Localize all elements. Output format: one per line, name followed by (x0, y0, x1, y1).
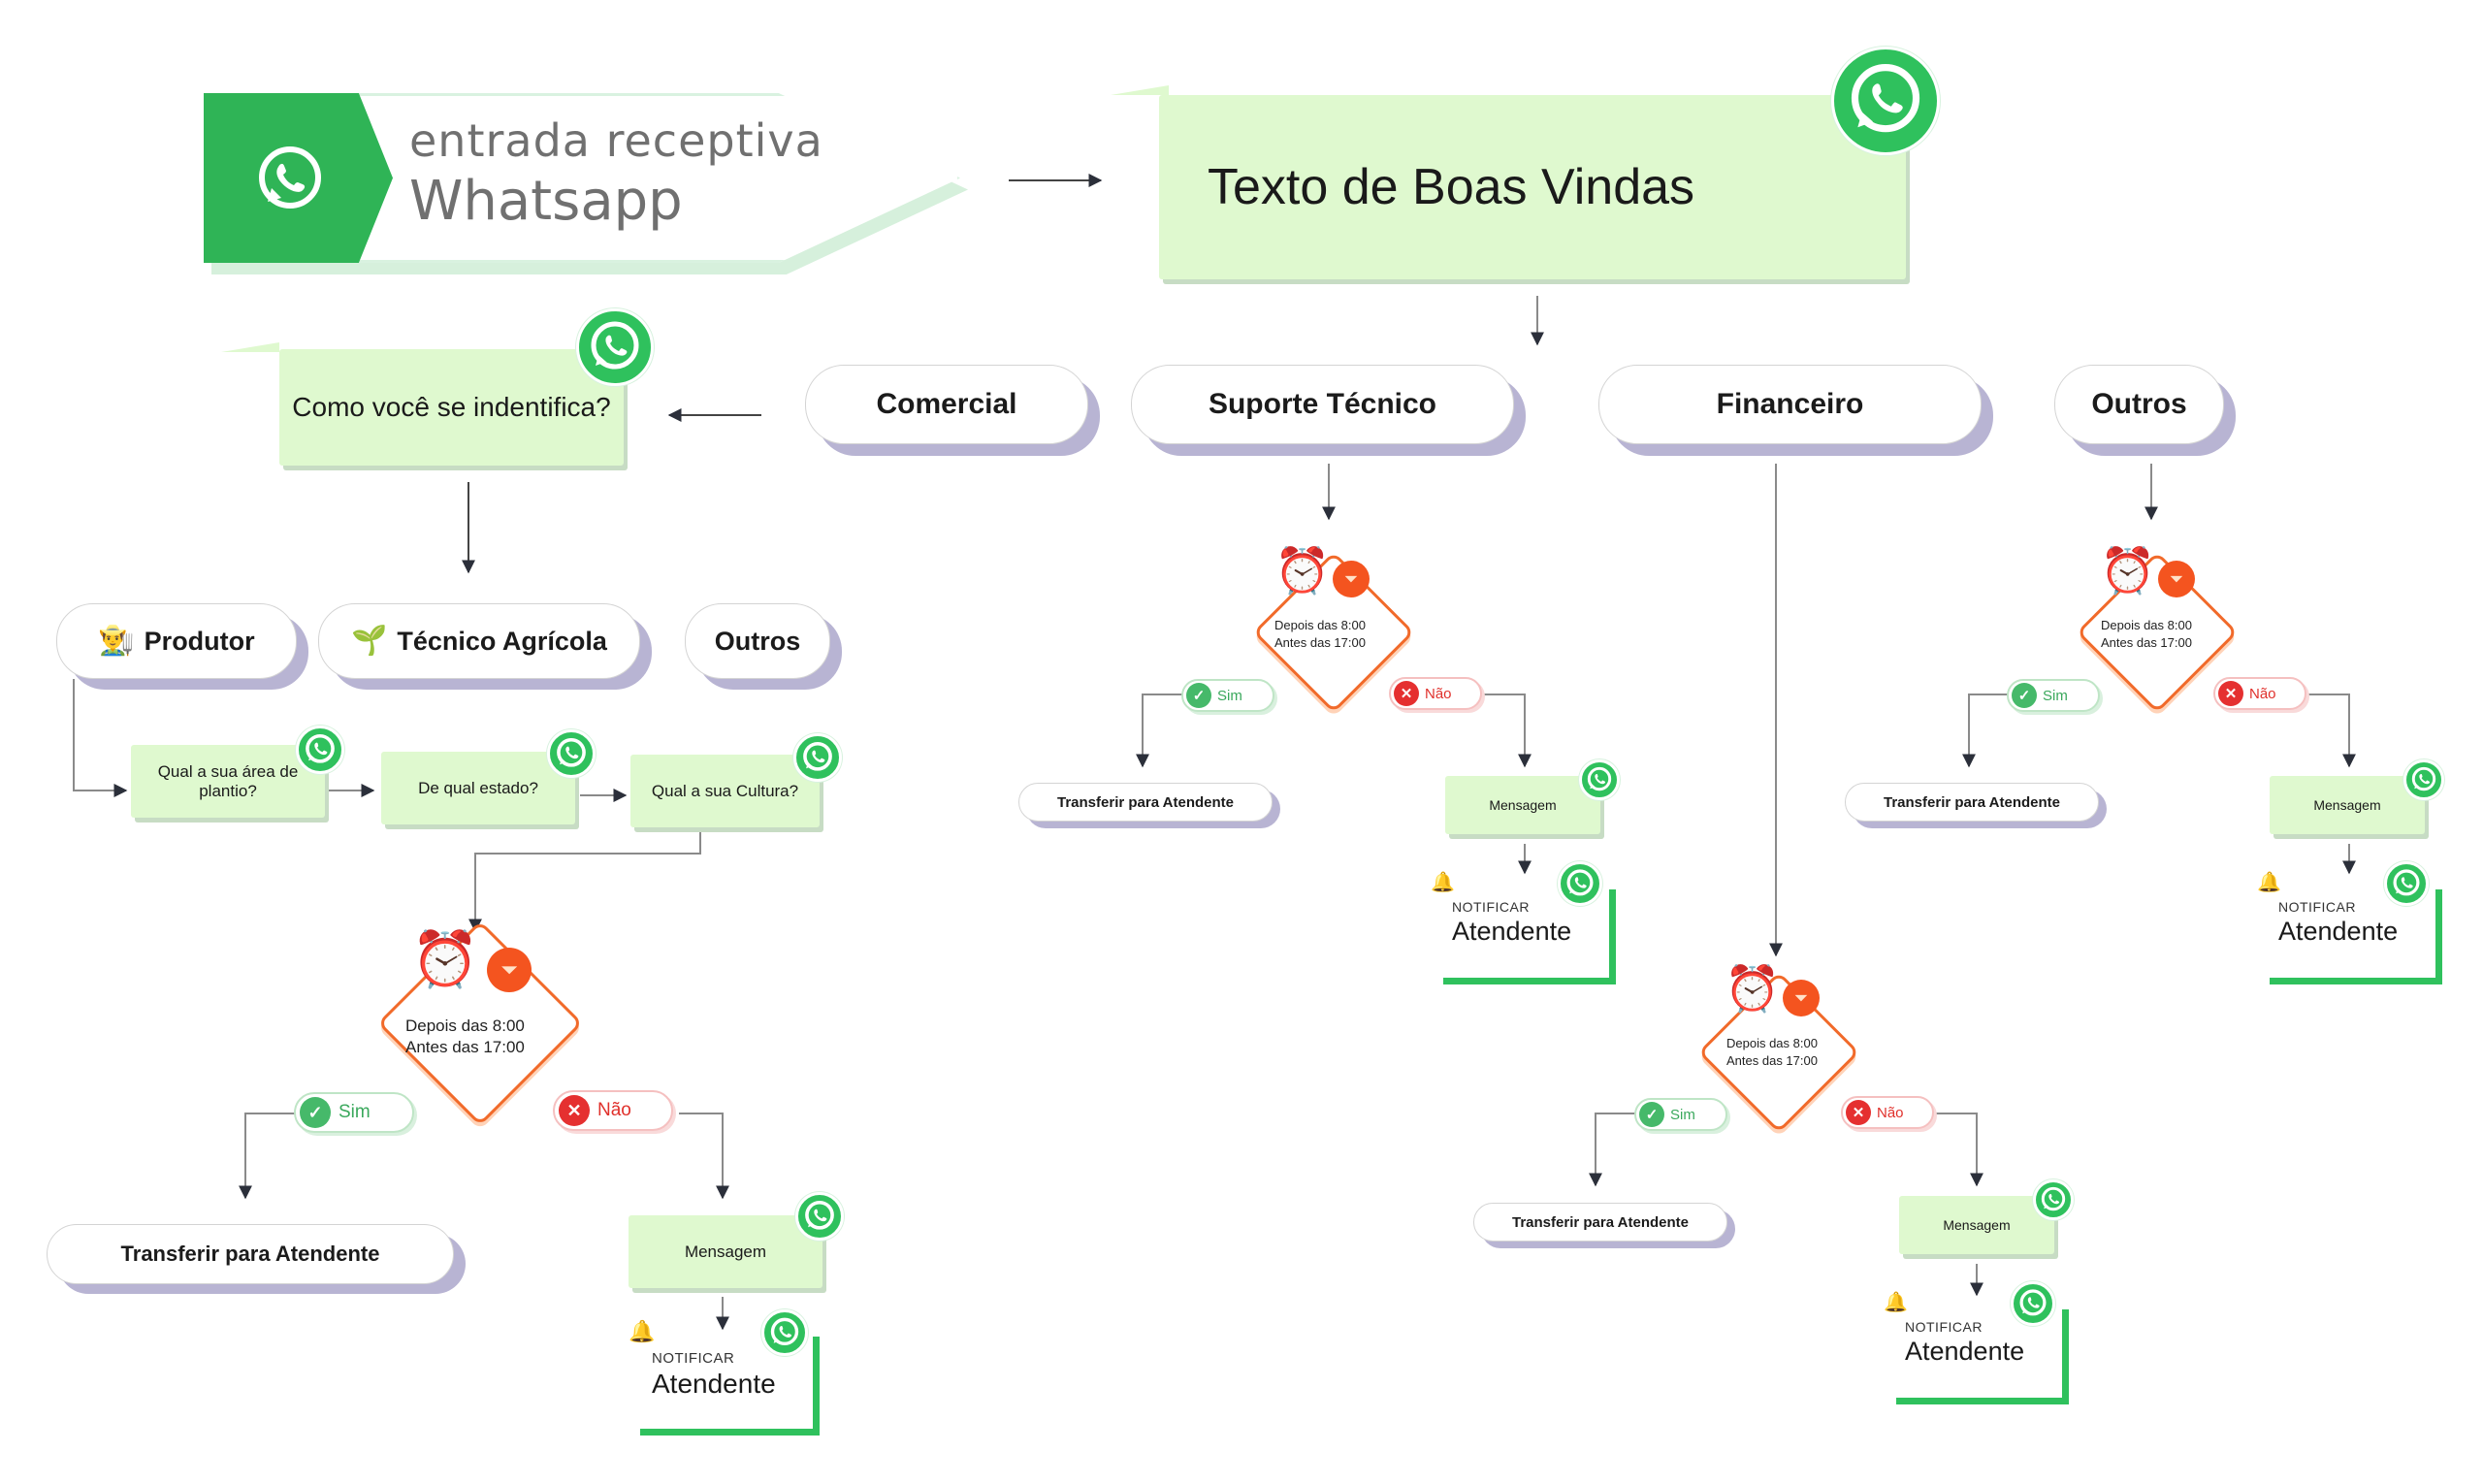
cross-icon: ✕ (1846, 1100, 1871, 1125)
entry-banner-icon-panel (204, 93, 393, 263)
bell-icon: 🔔 (2257, 870, 2281, 893)
schedule-after: Depois das 8:00 (405, 1016, 525, 1035)
option-produtor-label: Produtor (144, 626, 255, 656)
branch-no-label: Não (597, 1100, 631, 1120)
bell-icon: 🔔 (629, 1320, 656, 1344)
filter-icon: ⏷ (1783, 980, 1820, 1016)
bell-icon: 🔔 (1884, 1290, 1908, 1313)
check-icon: ✓ (2012, 683, 2037, 708)
branch-yes-label: Sim (1670, 1106, 1695, 1123)
check-icon: ✓ (300, 1097, 331, 1128)
schedule-before: Antes das 17:00 (2101, 635, 2192, 650)
branch-no[interactable]: ✕ Não (553, 1090, 673, 1131)
schedule-before: Antes das 17:00 (405, 1038, 525, 1056)
notify-card[interactable] (1896, 1309, 2069, 1404)
notify-label: NOTIFICAR (1905, 1319, 1983, 1335)
branch-no-label: Não (1877, 1104, 1904, 1121)
schedule-before: Antes das 17:00 (1726, 1053, 1818, 1068)
dept-comercial[interactable]: Comercial (805, 365, 1088, 444)
question-box-tail (221, 342, 279, 352)
branch-yes[interactable]: ✓ Sim (1181, 679, 1274, 712)
cross-icon: ✕ (559, 1095, 590, 1126)
schedule-after: Depois das 8:00 (1274, 618, 1366, 632)
question-area-plantio[interactable]: Qual a sua área de plantio? (131, 745, 325, 818)
schedule-after: Depois das 8:00 (1726, 1036, 1818, 1050)
identify-question-box[interactable]: Como você se indentifica? (279, 349, 624, 466)
message-box[interactable]: Mensagem (1445, 776, 1600, 834)
notify-label: NOTIFICAR (2278, 899, 2356, 915)
whatsapp-icon (1831, 47, 1940, 155)
branch-no-label: Não (1425, 685, 1452, 702)
dept-suporte-tecnico[interactable]: Suporte Técnico (1131, 365, 1514, 444)
alarm-clock-icon: ⏰ (411, 928, 479, 991)
cross-icon: ✕ (1394, 681, 1419, 706)
branch-no-label: Não (2249, 685, 2276, 702)
transfer-button[interactable]: Transferir para Atendente (1018, 783, 1273, 822)
notify-target: Atendente (1452, 917, 1572, 946)
notify-target: Atendente (1905, 1337, 2025, 1366)
whatsapp-icon (761, 1309, 808, 1356)
dept-outros[interactable]: Outros (2054, 365, 2224, 444)
branch-yes[interactable]: ✓ Sim (1634, 1098, 1727, 1131)
branch-yes[interactable]: ✓ Sim (294, 1092, 414, 1133)
branch-yes-label: Sim (1217, 687, 1242, 704)
entry-subtitle: Whatsapp (409, 170, 683, 233)
whatsapp-icon (2011, 1281, 2055, 1326)
whatsapp-icon (1558, 861, 1602, 906)
option-tecnico-agricola[interactable]: 🌱 Técnico Agrícola (318, 603, 640, 679)
branch-no[interactable]: ✕ Não (1841, 1096, 1934, 1129)
whatsapp-icon (2403, 759, 2444, 800)
alarm-clock-icon: ⏰ (1725, 962, 1781, 1015)
farmer-icon: 👨‍🌾 (98, 624, 135, 658)
whatsapp-icon (547, 729, 596, 778)
transfer-button[interactable]: Transferir para Atendente (1473, 1203, 1727, 1242)
question-estado[interactable]: De qual estado? (381, 752, 575, 824)
welcome-box-tail (1111, 85, 1169, 95)
notify-target: Atendente (2278, 917, 2399, 946)
filter-icon: ⏷ (1333, 561, 1370, 597)
whatsapp-icon (259, 146, 321, 209)
option-outros[interactable]: Outros (685, 603, 830, 679)
whatsapp-icon (2033, 1179, 2074, 1220)
transfer-button[interactable]: Transferir para Atendente (1845, 783, 2099, 822)
filter-icon: ⏷ (2158, 561, 2195, 597)
message-box[interactable]: Mensagem (1899, 1196, 2054, 1254)
entry-title: entrada receptiva (409, 114, 823, 167)
cross-icon: ✕ (2218, 681, 2243, 706)
filter-icon: ⏷ (487, 948, 532, 992)
branch-no[interactable]: ✕ Não (2213, 677, 2306, 710)
whatsapp-icon (795, 1192, 844, 1241)
whatsapp-icon (1579, 759, 1620, 800)
branch-no[interactable]: ✕ Não (1389, 677, 1482, 710)
notify-label: NOTIFICAR (652, 1350, 735, 1367)
dept-financeiro[interactable]: Financeiro (1598, 365, 1982, 444)
alarm-clock-icon: ⏰ (1274, 544, 1331, 597)
notify-label: NOTIFICAR (1452, 899, 1530, 915)
message-box[interactable]: Mensagem (2270, 776, 2425, 834)
schedule-before: Antes das 17:00 (1274, 635, 1366, 650)
option-tecnico-label: Técnico Agrícola (397, 626, 607, 656)
message-box[interactable]: Mensagem (629, 1215, 822, 1288)
whatsapp-icon (793, 733, 842, 782)
branch-yes[interactable]: ✓ Sim (2007, 679, 2100, 712)
whatsapp-icon (576, 308, 654, 386)
branch-yes-label: Sim (2043, 687, 2068, 704)
seedling-icon: 🌱 (351, 624, 388, 658)
notify-target: Atendente (652, 1369, 776, 1399)
question-cultura[interactable]: Qual a sua Cultura? (630, 755, 820, 827)
welcome-text-box[interactable]: Texto de Boas Vindas (1159, 95, 1906, 279)
whatsapp-icon (296, 726, 344, 774)
schedule-after: Depois das 8:00 (2101, 618, 2192, 632)
transfer-button[interactable]: Transferir para Atendente (47, 1224, 454, 1284)
check-icon: ✓ (1186, 683, 1211, 708)
whatsapp-icon (2384, 861, 2429, 906)
alarm-clock-icon: ⏰ (2100, 544, 2156, 597)
check-icon: ✓ (1639, 1102, 1664, 1127)
bell-icon: 🔔 (1431, 870, 1455, 893)
option-produtor[interactable]: 👨‍🌾 Produtor (56, 603, 297, 679)
branch-yes-label: Sim (339, 1102, 371, 1122)
